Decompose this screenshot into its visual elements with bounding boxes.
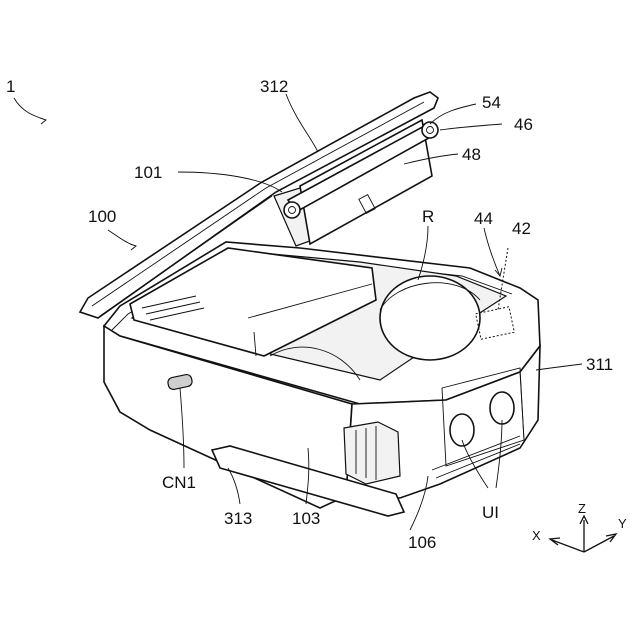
ref-44: 44: [474, 209, 493, 228]
ref-311: 311: [586, 355, 613, 374]
ref-101: 101: [134, 163, 162, 182]
axis-z-label: Z: [578, 501, 586, 516]
ref-housing: 100: [88, 207, 116, 226]
ref-46: 46: [514, 115, 533, 134]
axis-y-label: Y: [618, 516, 627, 531]
buckle: [344, 422, 400, 484]
ref-103: 103: [292, 509, 320, 528]
ref-cn1: CN1: [162, 473, 196, 492]
ref-313: 313: [224, 509, 252, 528]
axis-triad: Z Y X: [532, 501, 627, 552]
ref-106: 106: [408, 533, 436, 552]
ref-device: 1: [6, 77, 15, 96]
ref-42: 42: [512, 219, 531, 238]
axis-x-label: X: [532, 528, 541, 543]
ref-48: 48: [462, 145, 481, 164]
ref-ui: UI: [482, 503, 499, 522]
ref-54: 54: [482, 93, 501, 112]
ref-roll: R: [422, 207, 434, 226]
ref-lid: 312: [260, 77, 288, 96]
